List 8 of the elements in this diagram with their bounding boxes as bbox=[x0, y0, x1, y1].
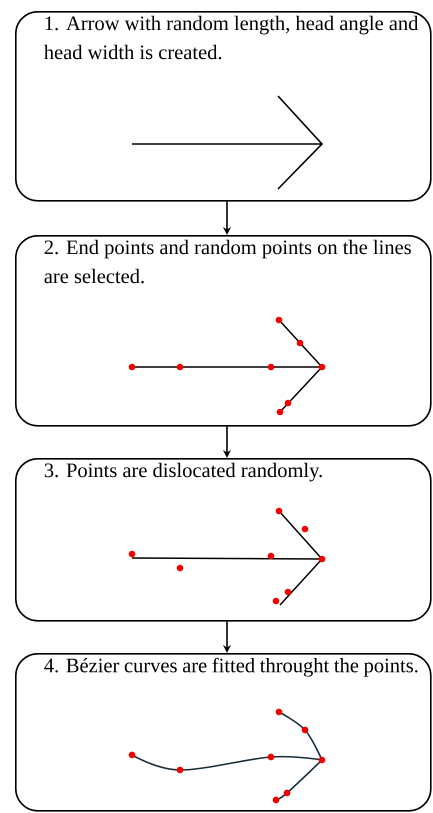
step-box bbox=[15, 11, 432, 202]
step-box bbox=[15, 653, 432, 812]
step-box bbox=[15, 235, 432, 427]
step-text: 1. Arrow with random length, head angle and head width is created. bbox=[44, 16, 418, 60]
step-box bbox=[15, 458, 432, 622]
step-text: 2. End points and random points on the lines are selected. bbox=[44, 240, 411, 284]
step-text: 4. Bézier curves are fitted throught the points. bbox=[44, 658, 418, 677]
step-text: 3. Points are dislocated randomly. bbox=[44, 462, 322, 482]
